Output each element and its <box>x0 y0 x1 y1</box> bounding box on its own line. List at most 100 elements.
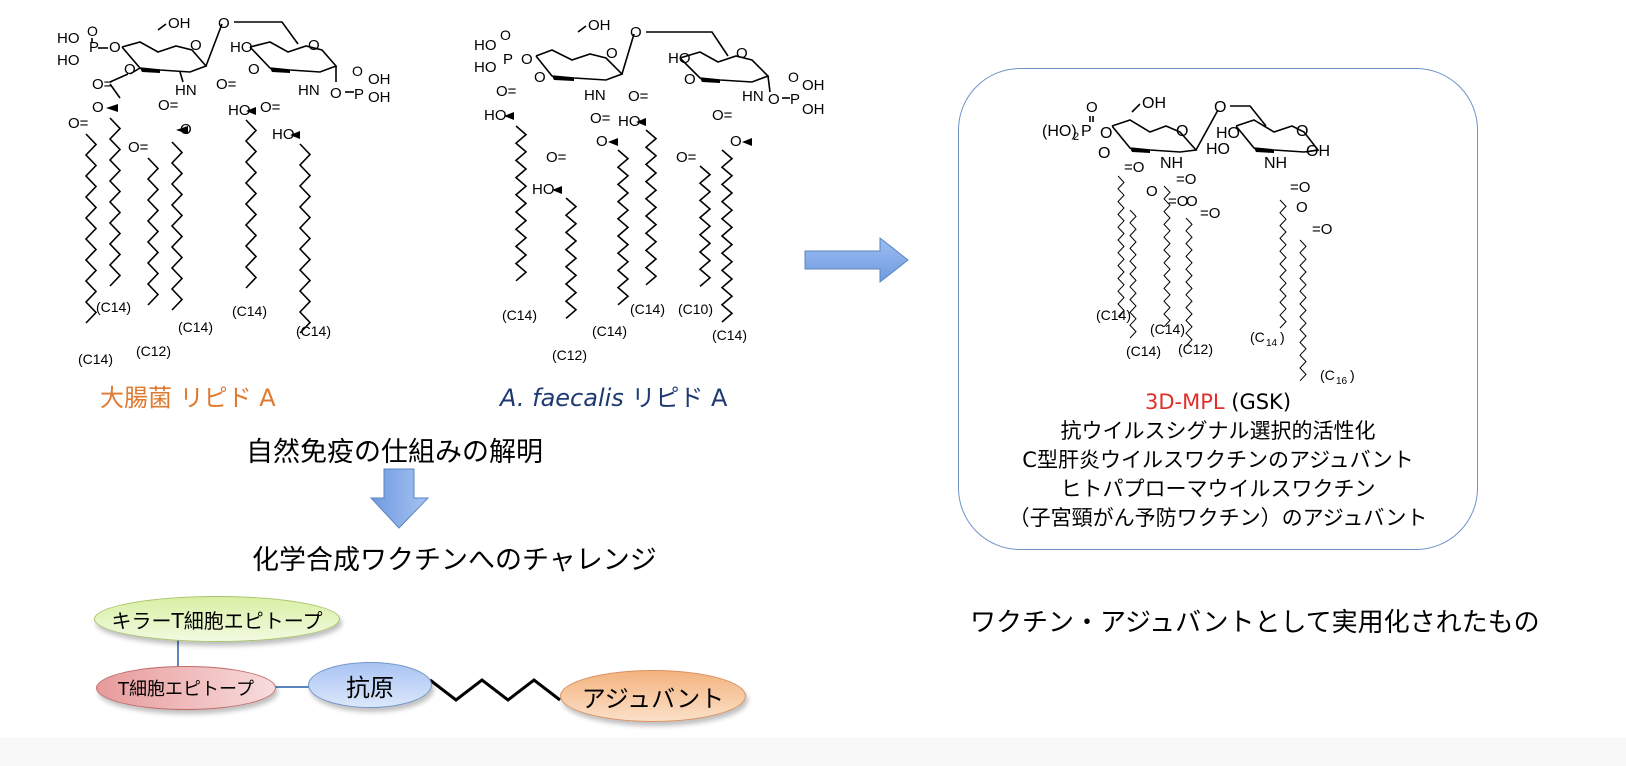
wedge-bond <box>700 78 720 83</box>
chain-length-label: (C12) <box>1178 341 1213 357</box>
bond <box>1195 109 1219 151</box>
atom-label: O <box>1214 99 1226 116</box>
atom-label: O <box>1296 199 1308 216</box>
atom-label: O <box>87 23 98 39</box>
atom-label: O <box>500 27 511 43</box>
chain-length-label: (C14) <box>630 301 665 317</box>
atom-label: 2 <box>1073 131 1079 143</box>
atom-label: O <box>109 39 121 56</box>
wedge-bond <box>552 76 574 81</box>
atom-label: HN <box>742 88 764 105</box>
atom-label: O= <box>590 110 611 127</box>
mpl-caption: 3D-MPL (GSK) 抗ウイルスシグナル選択的活性化 C型肝炎ウイルスワクチ… <box>958 388 1478 533</box>
atom-label: HO <box>474 59 497 76</box>
atom-label: OH <box>1306 143 1330 160</box>
chain-length-subscript: 14 <box>1266 338 1278 349</box>
wavy-bond <box>1305 149 1319 153</box>
chain-length-label: (C14) <box>1150 321 1185 337</box>
bond <box>621 33 635 75</box>
acyl-chain-c14 <box>1279 199 1287 329</box>
atom-label: O <box>330 85 342 102</box>
lipid-a-suffix: リピド A <box>623 384 728 412</box>
bond <box>577 25 587 33</box>
chain-length-subscript: 16 <box>1336 376 1348 387</box>
chain-length-label: (C14) <box>178 319 213 335</box>
bond <box>179 71 184 83</box>
chain-length-label: (C14) <box>232 303 267 319</box>
chain-length-label: (C10) <box>678 301 713 317</box>
wedge-bond <box>608 138 618 146</box>
mpl-desc-line: （子宮頸がん予防ワクチン）のアジュバント <box>1008 506 1428 530</box>
atom-label: O= <box>676 149 697 166</box>
atom-label: O <box>534 69 546 86</box>
wedge-bond <box>504 112 514 120</box>
atom-label: O <box>92 99 104 116</box>
atom-label: O <box>1100 125 1112 142</box>
atom-label: O= <box>158 97 179 114</box>
acyl-chain-c14 <box>616 149 630 306</box>
footer-band <box>0 738 1626 766</box>
mpl-rounded-box <box>958 68 1478 550</box>
atom-label: O <box>521 51 533 68</box>
afaecalis-lipid-a-title: A. faecalis リピド A <box>500 378 727 413</box>
atom-label: O= <box>546 149 567 166</box>
acyl-chain-c10 <box>698 165 712 288</box>
atom-label: HO <box>532 181 555 198</box>
atom-label: P <box>503 51 513 68</box>
atom-label: P <box>89 39 99 56</box>
bond <box>157 23 167 31</box>
mpl-desc-line: ヒトパプローマウイルスワクチン <box>1060 477 1376 501</box>
chain-length-label: (C12) <box>136 343 171 359</box>
bond <box>205 23 223 67</box>
ecoli-lipid-a-title: 大腸菌 リピド A <box>100 384 276 412</box>
atom-label: HO <box>57 52 80 69</box>
acyl-chain-c12 <box>146 157 160 306</box>
wedge-bond <box>140 68 160 73</box>
chain-length-label: (C12) <box>552 347 587 363</box>
atom-label: HO <box>228 102 251 119</box>
atom-label: HN <box>175 82 197 99</box>
acyl-chain-c14 <box>720 149 734 323</box>
atom-label: OH <box>168 15 191 32</box>
atom-label: O <box>606 45 618 62</box>
atom-label: =O <box>1124 159 1144 176</box>
practical-use-caption: ワクチン・アジュバントとして実用化されたもの <box>970 608 1540 638</box>
atom-label: HN <box>584 87 606 104</box>
atom-label: O= <box>68 115 89 132</box>
atom-label: OH <box>368 71 391 88</box>
wedge-bond <box>246 107 256 115</box>
acyl-chain-c14 <box>514 125 528 282</box>
bond <box>109 83 121 99</box>
atom-label: O <box>788 69 799 85</box>
atom-label: O <box>1098 145 1110 162</box>
chain-length-label: (C14) <box>1126 343 1161 359</box>
atom-label: HO <box>484 107 507 124</box>
acyl-chain-c14 <box>298 143 312 334</box>
atom-label: O <box>768 91 780 108</box>
atom-label: O <box>1086 99 1098 116</box>
killer-t-cell-epitope-bubble: キラーT細胞エピトープ <box>94 596 340 642</box>
wedge-bond <box>106 104 118 112</box>
acyl-chain-c14 <box>1117 175 1125 318</box>
atom-label: HO <box>668 50 691 67</box>
mpl-company: (GSK) <box>1224 390 1292 414</box>
atom-label: O= <box>712 107 733 124</box>
atom-label: O <box>684 71 696 88</box>
wedge-bond <box>270 68 290 73</box>
atom-label: NH <box>1264 155 1287 172</box>
atom-label: HO <box>230 39 253 56</box>
chain-length-label: (C <box>1250 329 1265 345</box>
chain-length-label: (C14) <box>96 299 131 315</box>
mpl-desc-line: C型肝炎ウイルスワクチンのアジュバント <box>1022 448 1414 472</box>
atom-label: HO <box>272 126 295 143</box>
atom-label: O <box>1176 123 1188 140</box>
species-name: A. faecalis <box>500 384 624 412</box>
antigen-bubble: 抗原 <box>308 662 432 708</box>
atom-label: P <box>790 91 800 108</box>
chain-length-label: (C <box>1320 367 1335 383</box>
atom-label: O <box>1296 123 1308 140</box>
atom-label: P <box>1081 123 1092 140</box>
chain-length-label: (C14) <box>592 323 627 339</box>
chain-length-label: (C14) <box>502 307 537 323</box>
